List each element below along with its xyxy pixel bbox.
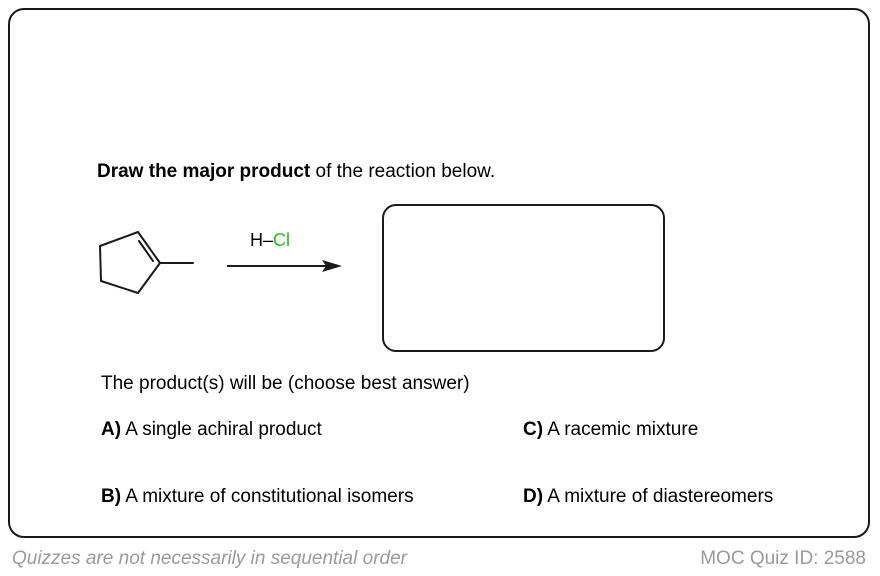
double-bond-line [138,240,154,262]
option-letter: B) [101,486,122,507]
option-b[interactable]: B) A mixture of constitutional isomers [101,485,414,509]
reagent-label: H–Cl [250,229,290,251]
ring-bond [137,231,161,264]
footer-note: Quizzes are not necessarily in sequentia… [12,548,407,569]
option-c[interactable]: C) A racemic mixture [523,418,698,442]
option-text: A racemic mixture [543,419,699,440]
reaction-arrow-icon [227,260,342,272]
option-a[interactable]: A) A single achiral product [101,418,322,442]
reagent-h: H [250,230,263,250]
methylcyclopentene-structure-icon [99,231,194,294]
option-letter: C) [523,419,544,440]
ring-bond [99,245,102,282]
prompt-bold: Draw the major product [97,161,311,182]
option-letter: D) [523,486,544,507]
reagent-dash: – [263,230,274,250]
option-text: A single achiral product [121,419,322,440]
option-letter: A) [101,419,122,440]
option-d[interactable]: D) A mixture of diastereomers [523,485,773,509]
prompt-rest: of the reaction below. [310,161,496,182]
product-drawing-box[interactable] [382,204,665,352]
question-text: The product(s) will be (choose best answ… [101,373,470,394]
ring-bond [137,262,161,294]
option-text: A mixture of diastereomers [543,486,774,507]
option-text: A mixture of constitutional isomers [121,486,414,507]
ring-bond [99,231,139,247]
quiz-id-label: MOC Quiz ID: 2588 [700,548,866,569]
reagent-cl: Cl [273,230,291,250]
ring-bond [100,280,139,294]
prompt-text: Draw the major product of the reaction b… [97,160,495,184]
